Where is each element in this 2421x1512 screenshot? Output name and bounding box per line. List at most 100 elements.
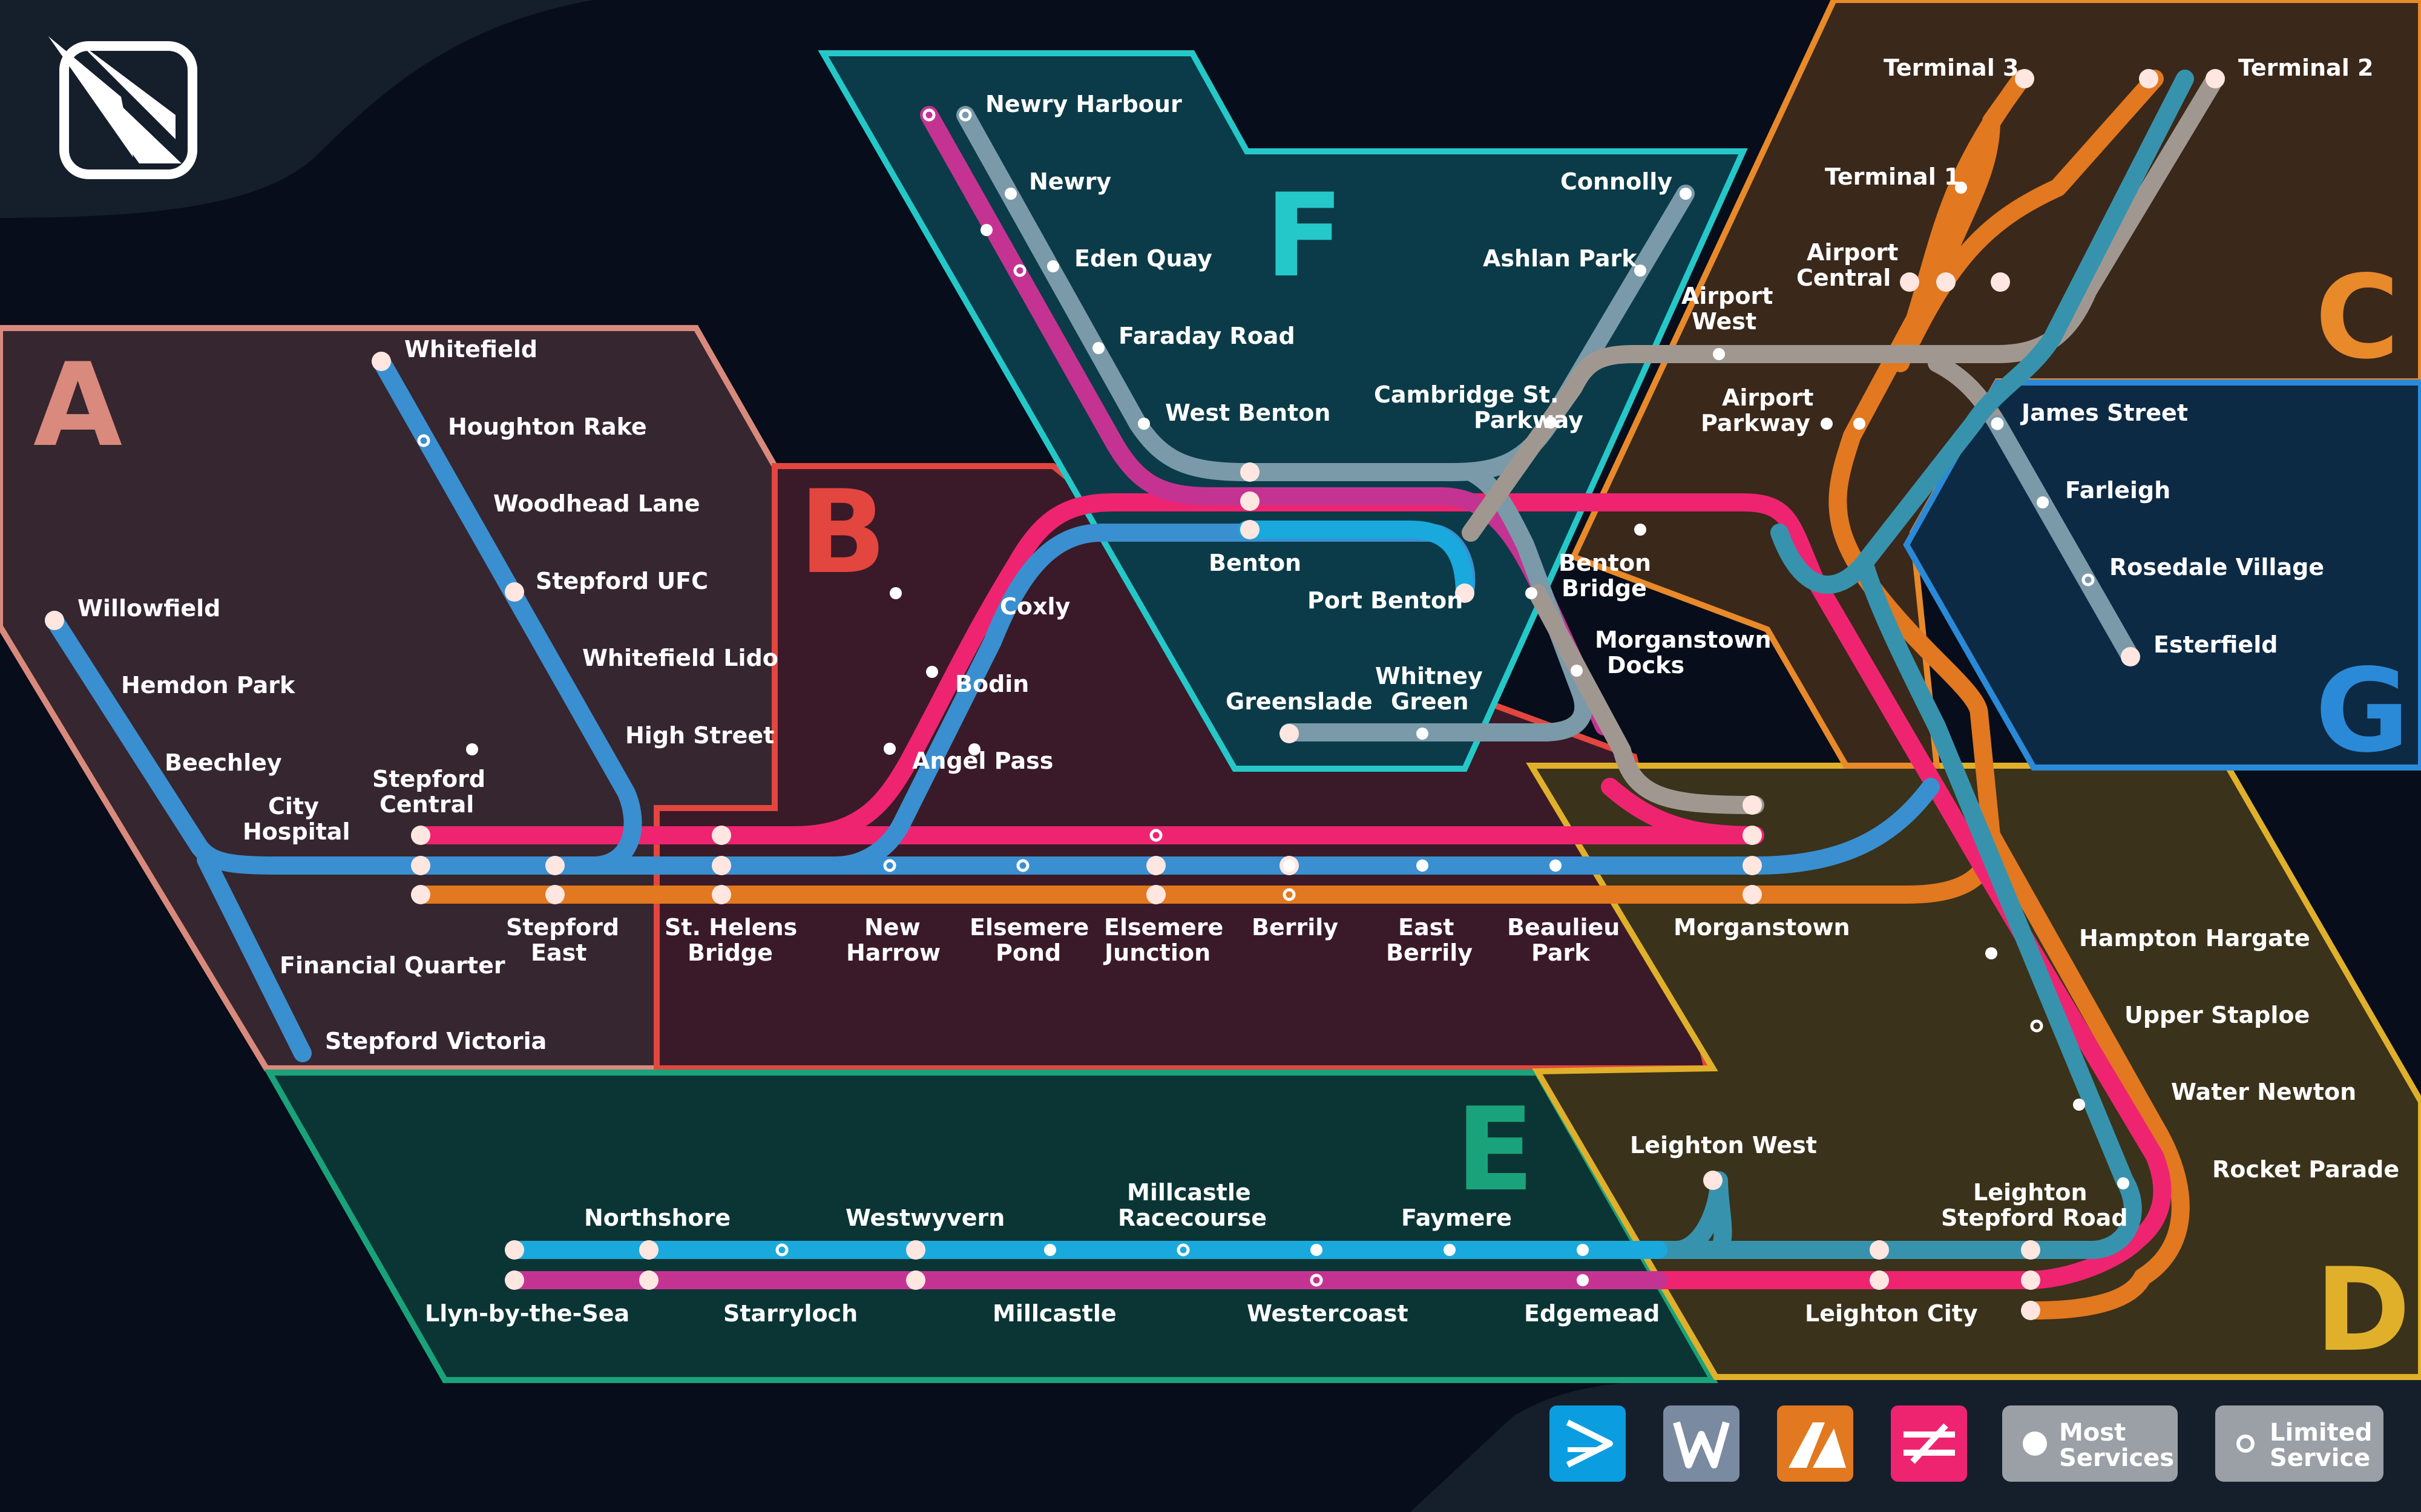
zone-letter-a: A	[33, 338, 122, 472]
line-pink-trunk	[784, 778, 1764, 844]
station-label: Beaulieu	[1507, 914, 1620, 941]
station-label: Stepford	[506, 914, 619, 941]
station-label: Green	[1391, 688, 1469, 715]
station-label: Connolly	[1560, 168, 1672, 195]
station-label: Stepford Road	[1941, 1205, 2128, 1231]
limited-service-line2: Service	[2270, 1444, 2370, 1472]
station-label: St. Helens	[665, 914, 797, 941]
station-label: Upper Staploe	[2124, 1002, 2310, 1028]
station-label: Hospital	[243, 818, 350, 845]
station-label: Cambridge St.	[1374, 381, 1559, 408]
legend: Most Services Limited Service	[1549, 1405, 2383, 1482]
national-rail-operator-icon	[1891, 1405, 1967, 1482]
station-label: Leighton West	[1630, 1132, 1817, 1159]
station-label: Hampton Hargate	[2079, 925, 2310, 952]
zone-d	[1526, 763, 2421, 1380]
most-services-key: Most Services	[2002, 1405, 2178, 1482]
station-label: Parkway	[1474, 407, 1583, 433]
station-label: Junction	[1103, 939, 1210, 966]
station-label: Airport	[1722, 384, 1813, 411]
station-label: Morganstown	[1595, 626, 1772, 653]
station-label: Parkway	[1701, 410, 1810, 436]
station-label: Rosedale Village	[2109, 554, 2324, 580]
station-label: Northshore	[584, 1205, 731, 1231]
station-label: Leighton City	[1805, 1300, 1978, 1327]
line-blue-willowfield-branch	[45, 611, 312, 1062]
station-label: West	[1692, 308, 1756, 335]
line-blue-whitefield-branch	[372, 352, 642, 875]
station-label: Terminal 1	[1825, 163, 1960, 190]
station-label: Farleigh	[2065, 477, 2170, 504]
station-label: Llyn-by-the-Sea	[425, 1300, 629, 1327]
station-label: Stepford Victoria	[325, 1028, 547, 1054]
most-services-line1: Most	[2059, 1419, 2126, 1447]
station-label: Faraday Road	[1119, 323, 1295, 349]
station-label: Stepford	[372, 766, 485, 792]
station-label: James Street	[2020, 399, 2188, 426]
station-label: Faymere	[1401, 1205, 1512, 1231]
station-label: Greenslade	[1226, 688, 1373, 715]
airlink-operator-icon	[1777, 1405, 1853, 1482]
zone-letter-b: B	[799, 465, 887, 599]
station-label: Westercoast	[1247, 1300, 1408, 1327]
zone-letter-e: E	[1456, 1083, 1534, 1217]
station-label: Central	[1796, 265, 1891, 291]
station-label: Westwyvern	[846, 1205, 1005, 1231]
station-label: Bridge	[1562, 575, 1647, 602]
station-label: Woodhead Lane	[493, 490, 700, 517]
station-label: Racecourse	[1118, 1205, 1267, 1231]
station-label: Ashlan Park	[1483, 245, 1637, 272]
station-label: New	[864, 914, 921, 941]
zone-f	[818, 50, 1748, 772]
station-label: Elsemere	[970, 914, 1089, 941]
station-label: Angel Pass	[912, 748, 1053, 774]
station-label: Berrily	[1386, 939, 1473, 966]
limited-service-line1: Limited	[2270, 1419, 2372, 1447]
station-label: East	[531, 939, 586, 966]
station-label: Bridge	[688, 939, 773, 966]
connect-operator-icon	[1549, 1405, 1626, 1482]
station-label: Bodin	[955, 671, 1029, 697]
station-label: Millcastle	[1127, 1179, 1251, 1206]
station-label: Morganstown	[1674, 914, 1850, 941]
station-label: Terminal 3	[1884, 54, 2019, 81]
zone-letter-c: C	[2315, 251, 2399, 384]
station-label: Starryloch	[723, 1300, 858, 1327]
station-label: East	[1398, 914, 1454, 941]
station-label: Airport	[1681, 283, 1773, 309]
network-logo	[48, 36, 197, 179]
station-label: Newry Harbour	[985, 91, 1182, 117]
limited-stop-icon	[2236, 1435, 2255, 1453]
station-label: Elsemere	[1104, 914, 1223, 941]
station-label: Edgemead	[1524, 1300, 1660, 1327]
station-label: Berrily	[1252, 914, 1338, 941]
most-services-line2: Services	[2059, 1444, 2174, 1472]
station-label: High Street	[625, 722, 774, 749]
station-label: City	[268, 793, 319, 820]
station-label: Terminal 2	[2238, 54, 2373, 81]
station-label: Port Benton	[1307, 587, 1463, 614]
station-label: Rocket Parade	[2212, 1156, 2399, 1183]
line-grey-g	[1988, 415, 2140, 666]
station-label: Park	[1531, 939, 1590, 966]
station-label: Newry	[1029, 168, 1111, 195]
station-label: Eden Quay	[1074, 245, 1212, 272]
station-label: Leighton	[1973, 1179, 2088, 1206]
station-label: Houghton Rake	[448, 413, 647, 440]
zone-letter-g: G	[2315, 644, 2410, 778]
station-labels: Whitefield Houghton Rake Woodhead Lane S…	[77, 54, 2399, 1327]
station-label: Harrow	[846, 939, 941, 966]
line-teal-airport	[1649, 70, 2194, 1259]
station-label: Pond	[996, 939, 1061, 966]
limited-service-key: Limited Service	[2215, 1405, 2383, 1482]
station-label: Benton	[1209, 550, 1301, 576]
line-blue-main	[269, 778, 1940, 875]
line-pink-main	[415, 493, 2172, 1289]
station-label: Water Newton	[2171, 1079, 2356, 1105]
station-label: Whitefield Lido	[582, 645, 778, 671]
station-label: Benton	[1559, 550, 1651, 576]
station-label: Beechley	[165, 749, 282, 776]
station-label: Willowfield	[77, 595, 220, 622]
station-label: Stepford UFC	[536, 568, 708, 594]
zone-letter-d: D	[2315, 1243, 2411, 1377]
